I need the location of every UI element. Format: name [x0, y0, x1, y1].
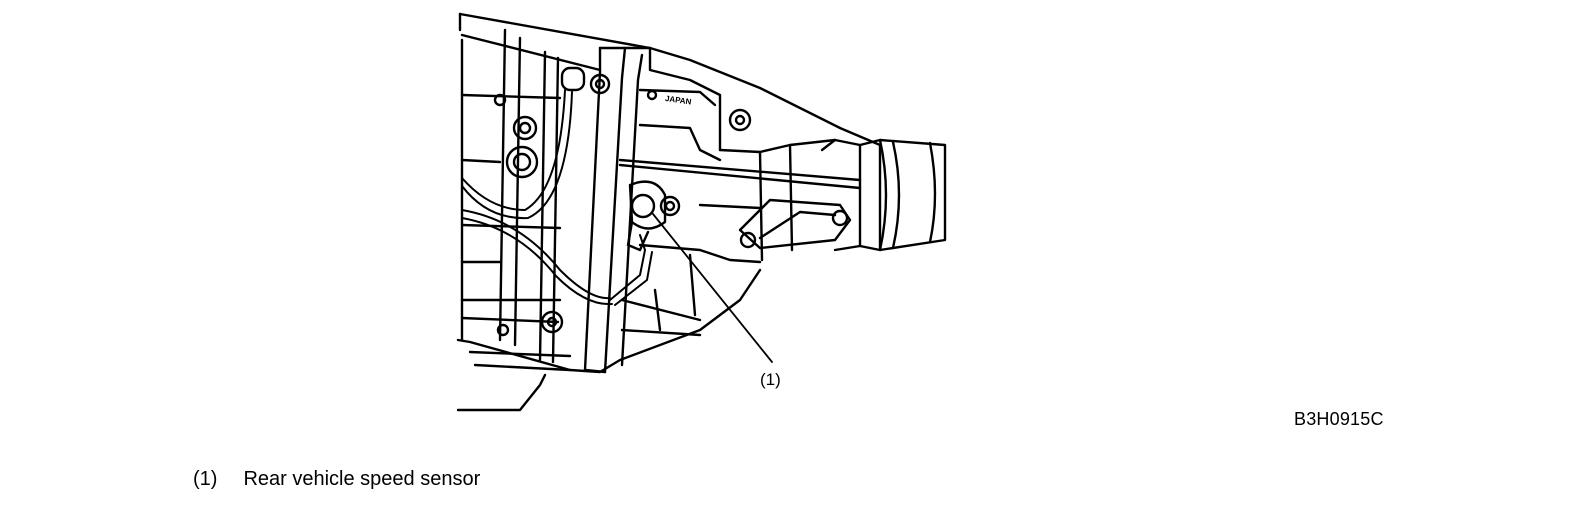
legend-item: (1) Rear vehicle speed sensor — [193, 468, 480, 491]
output-flange — [820, 138, 947, 252]
left-case-ribs — [460, 28, 602, 372]
transmission-housing-outline — [456, 12, 882, 412]
housing-stamp: JAPAN — [664, 94, 692, 107]
callout-number-1: (1) — [760, 370, 781, 389]
callout-leader-line — [652, 213, 773, 363]
extension-housing-details — [618, 46, 862, 337]
upper-right-bolt — [646, 89, 752, 132]
left-bolts — [493, 93, 564, 337]
rear-vehicle-speed-sensor — [626, 180, 681, 252]
legend-item-label: Rear vehicle speed sensor — [243, 468, 481, 490]
case-flange — [583, 46, 652, 374]
figure-code: B3H0915C — [1294, 409, 1384, 429]
top-connector — [560, 66, 611, 95]
legend-item-number: (1) — [193, 468, 218, 490]
mount-bracket — [738, 198, 852, 250]
